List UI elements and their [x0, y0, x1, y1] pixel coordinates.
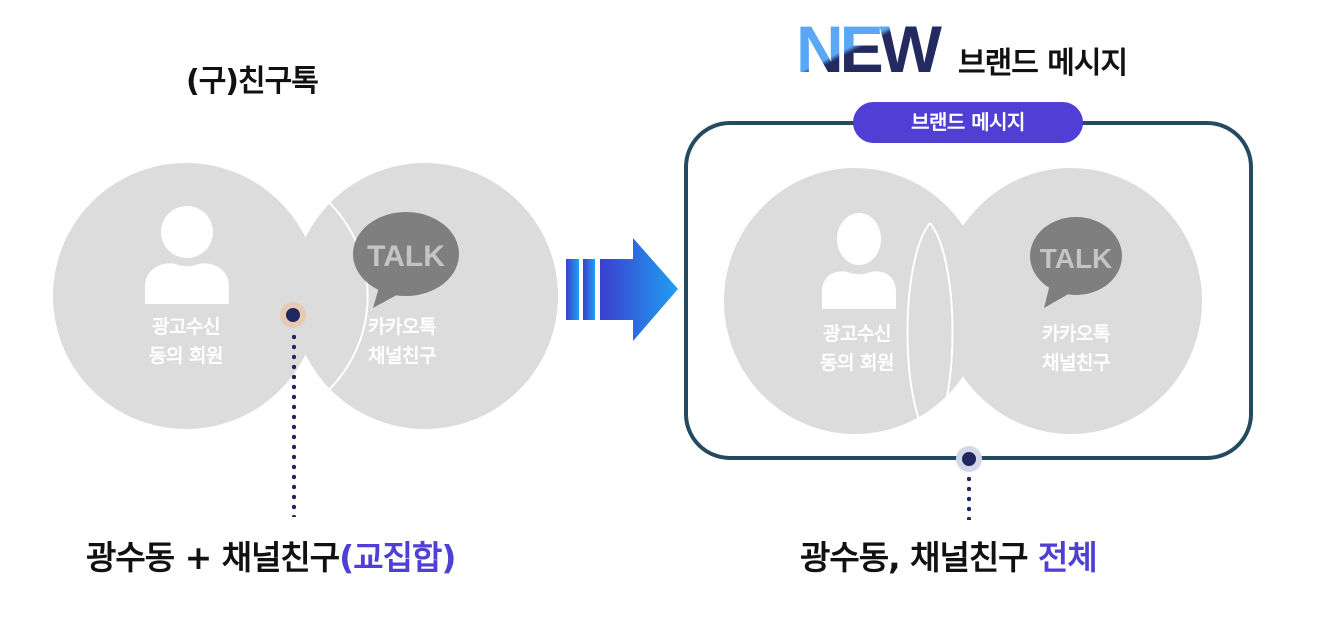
- kakaotalk-talk-bubble-icon: TALK: [353, 212, 459, 308]
- kakaotalk-talk-bubble-icon: TALK: [1030, 217, 1122, 308]
- new-logo: NEW: [796, 20, 947, 76]
- right-arrow-icon: [566, 238, 678, 341]
- person-icon: [822, 213, 896, 309]
- old-friendtalk-title: (구)친구톡: [186, 64, 319, 99]
- brand-message-title: 브랜드 메시지: [958, 46, 1128, 81]
- dotted-leader-line: [967, 474, 971, 520]
- marker-dot: [962, 452, 976, 466]
- intersection-marker: [280, 302, 306, 328]
- brand-message-badge: 브랜드 메시지: [853, 102, 1083, 143]
- channel-friends-label: 카카오톡 채널친구: [1042, 323, 1110, 374]
- overlap-lens: [0, 0, 1319, 460]
- venn-circle-channel-friends: [292, 163, 558, 429]
- marker-dot: [286, 308, 300, 322]
- ad-consent-label: 광고수신 동의 회원: [819, 323, 895, 374]
- channel-friends-label: 카카오톡 채널친구: [368, 316, 436, 367]
- svg-text:TALK: TALK: [1040, 243, 1113, 274]
- svg-text:NEW: NEW: [796, 20, 943, 76]
- intersection-highlight: (교집합): [339, 538, 456, 577]
- overlap-edge: [295, 177, 369, 415]
- venn-circle-channel-friends: [940, 168, 1202, 434]
- ad-consent-label: 광고수신 동의 회원: [148, 316, 224, 367]
- union-marker: [956, 446, 982, 472]
- person-icon: [145, 206, 229, 304]
- new-caption: 광수동, 채널친구 전체: [800, 538, 1098, 577]
- dotted-leader-line: [292, 332, 296, 517]
- svg-text:TALK: TALK: [367, 240, 445, 273]
- all-highlight: 전체: [1038, 538, 1098, 577]
- old-caption: 광수동 + 채널친구(교집합): [86, 538, 456, 577]
